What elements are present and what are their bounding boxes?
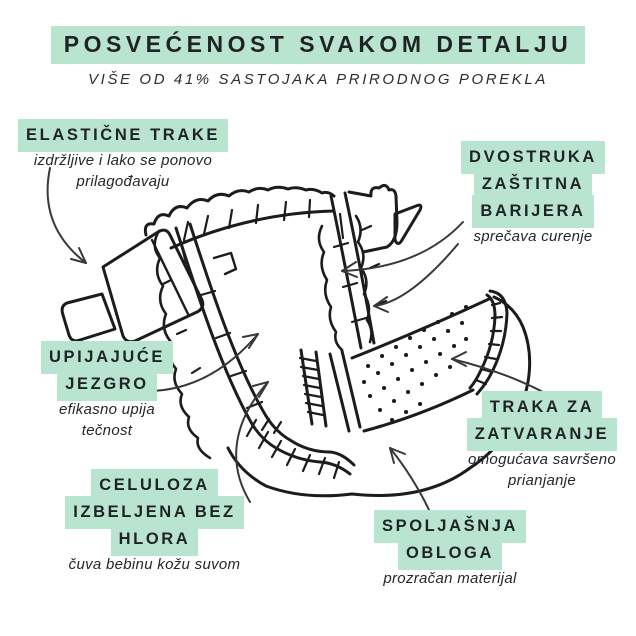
label-elastic-tapes: ELASTIČNE TRAKE izdržljive i lako se pon…: [8, 119, 238, 192]
left-barrier-strip-shape: [153, 222, 356, 480]
label-desc: izdržljive i lako se ponovo: [33, 152, 213, 169]
label-title: ELASTIČNE TRAKE: [18, 119, 228, 152]
closing-tape-shape: [468, 289, 509, 396]
label-desc: efikasno upija: [59, 401, 155, 418]
header: POSVEĆENOST SVAKOM DETALJU VIŠE OD 41% S…: [0, 26, 636, 88]
label-title: ZATVARANJE: [466, 418, 618, 451]
label-desc: tečnost: [81, 422, 133, 439]
outer-shell-shape: [226, 295, 532, 498]
right-wing-shape: [347, 183, 423, 254]
label-title: BARIJERA: [472, 195, 594, 228]
arrow-cellulose: [235, 381, 269, 503]
landing-zone-shape: [298, 297, 491, 433]
label-outer-layer: SPOLJAŠNJA OBLOGA prozračan materijal: [360, 510, 540, 589]
arrow-absorbent-core: [152, 333, 259, 392]
label-double-barrier: DVOSTRUKA ZAŠTITNA BARIJERA sprečava cur…: [444, 141, 622, 247]
arrow-closing-tape: [451, 351, 546, 394]
label-absorbent-core: UPIJAJUĆE JEZGRO efikasno upija tečnost: [22, 341, 192, 441]
page-title: POSVEĆENOST SVAKOM DETALJU: [50, 26, 586, 64]
page-subtitle: VIŠE OD 41% SASTOJAKA PRIRODNOG POREKLA: [88, 71, 548, 88]
label-desc: prozračan materijal: [383, 570, 517, 587]
right-barrier-strip-shape: [317, 191, 388, 352]
label-desc: sprečava curenje: [473, 228, 593, 245]
arrow-barrier-lower: [373, 243, 459, 313]
waist-ruffle-shape: [143, 185, 336, 250]
label-desc: omogućava savršeno: [468, 451, 616, 468]
label-title: OBLOGA: [397, 537, 502, 570]
label-closing-tape: TRAKA ZA ZATVARANJE omogućava savršeno p…: [452, 391, 632, 491]
label-cellulose: CELULOZA IZBELJENA BEZ HLORA čuva bebinu…: [52, 469, 257, 575]
label-desc: čuva bebinu kožu suvom: [68, 556, 241, 573]
leader-arrows: [46, 167, 546, 513]
arrow-barrier-upper: [341, 221, 464, 278]
arrow-elastic-tapes: [46, 167, 87, 264]
label-title: JEZGRO: [57, 368, 157, 401]
label-title: HLORA: [110, 523, 199, 556]
arrow-outer-layer: [389, 447, 431, 513]
label-desc: prianjanje: [507, 472, 577, 489]
label-desc: prilagođavaju: [76, 173, 170, 190]
